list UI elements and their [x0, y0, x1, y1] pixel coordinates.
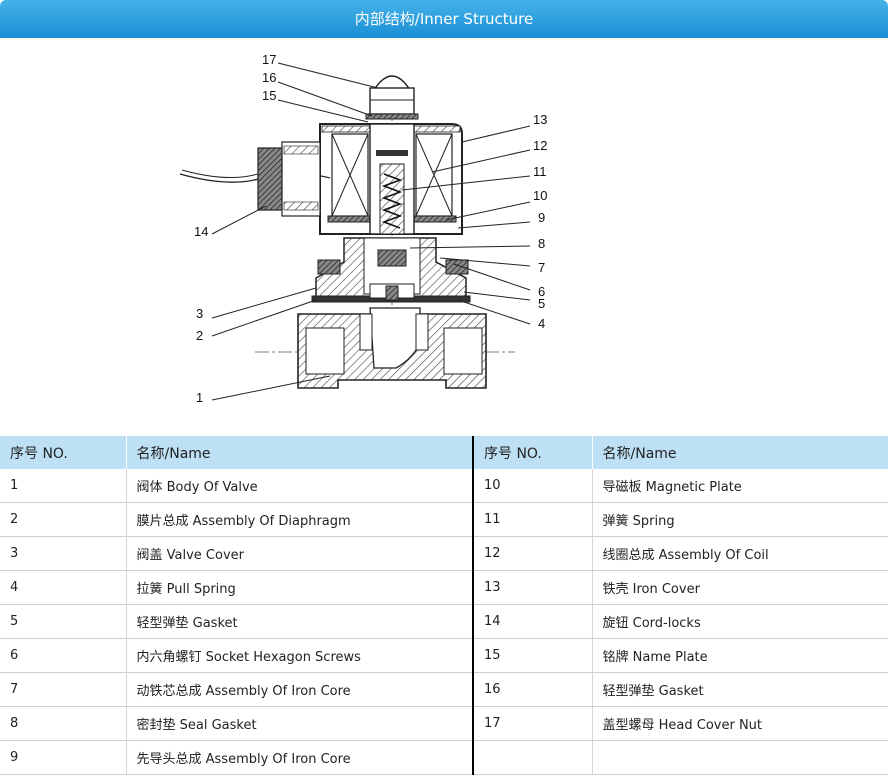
row-number: 9 [0, 740, 127, 775]
section-title-banner: 内部结构/Inner Structure [0, 0, 888, 38]
callout-17: 17 [262, 52, 276, 67]
row-number: 6 [0, 638, 127, 673]
table-row: 7 动铁芯总成 Assembly Of Iron Core 16 轻型弹垫 Ga… [0, 672, 888, 707]
part-name: 盖型螺母 Head Cover Nut [592, 706, 888, 741]
part-name: 线圈总成 Assembly Of Coil [592, 536, 888, 571]
callout-6: 6 [538, 284, 545, 299]
row-number: 11 [473, 502, 593, 537]
valve-drawing-svg: 17 16 15 14 13 12 11 10 9 8 7 6 5 4 3 2 … [179, 52, 547, 405]
part-name: 导磁板 Magnetic Plate [592, 469, 888, 503]
part-name: 密封垫 Seal Gasket [126, 706, 474, 741]
callout-1: 1 [196, 390, 203, 405]
part-name: 旋钮 Cord-locks [592, 604, 888, 639]
row-number: 16 [473, 672, 593, 707]
callout-8: 8 [538, 236, 545, 251]
callout-13: 13 [533, 112, 547, 127]
part-name: 铭牌 Name Plate [592, 638, 888, 673]
row-number: 4 [0, 570, 127, 605]
row-number: 5 [0, 604, 127, 639]
row-number [473, 740, 593, 775]
callout-2: 2 [196, 328, 203, 343]
part-name: 弹簧 Spring [592, 502, 888, 537]
row-number: 8 [0, 706, 127, 741]
header-no: 序号 NO. [473, 436, 593, 469]
callout-16: 16 [262, 70, 276, 85]
part-name: 铁壳 Iron Cover [592, 570, 888, 605]
callout-7: 7 [538, 260, 545, 275]
part-name: 轻型弹垫 Gasket [126, 604, 474, 639]
row-number: 2 [0, 502, 127, 537]
callout-9: 9 [538, 210, 545, 225]
table-row: 9 先导头总成 Assembly Of Iron Core [0, 740, 888, 775]
row-number: 7 [0, 672, 127, 707]
part-name: 阀体 Body Of Valve [126, 469, 474, 503]
part-name: 轻型弹垫 Gasket [592, 672, 888, 707]
header-no: 序号 NO. [0, 436, 127, 469]
callout-14: 14 [194, 224, 208, 239]
valve-cross-section-diagram: 17 16 15 14 13 12 11 10 9 8 7 6 5 4 3 2 … [0, 38, 890, 436]
table-row: 4 拉簧 Pull Spring 13 铁壳 Iron Cover [0, 570, 888, 605]
part-name: 内六角螺钉 Socket Hexagon Screws [126, 638, 474, 673]
part-name [592, 740, 888, 775]
table-row: 8 密封垫 Seal Gasket 17 盖型螺母 Head Cover Nut [0, 706, 888, 741]
callout-4: 4 [538, 316, 545, 331]
table-row: 2 膜片总成 Assembly Of Diaphragm 11 弹簧 Sprin… [0, 502, 888, 537]
callout-3: 3 [196, 306, 203, 321]
table-row: 6 内六角螺钉 Socket Hexagon Screws 15 铭牌 Name… [0, 638, 888, 673]
row-number: 17 [473, 706, 593, 741]
callout-12: 12 [533, 138, 547, 153]
parts-table-header: 序号 NO. 名称/Name 序号 NO. 名称/Name [0, 436, 888, 469]
callout-15: 15 [262, 88, 276, 103]
part-name: 先导头总成 Assembly Of Iron Core [126, 740, 474, 775]
row-number: 1 [0, 469, 127, 503]
part-name: 膜片总成 Assembly Of Diaphragm [126, 502, 474, 537]
parts-table: 序号 NO. 名称/Name 序号 NO. 名称/Name 1 阀体 Body … [0, 436, 888, 775]
header-name: 名称/Name [126, 436, 474, 469]
row-number: 3 [0, 536, 127, 571]
row-number: 15 [473, 638, 593, 673]
section-title: 内部结构/Inner Structure [354, 10, 534, 28]
part-name: 拉簧 Pull Spring [126, 570, 474, 605]
table-row: 5 轻型弹垫 Gasket 14 旋钮 Cord-locks [0, 604, 888, 639]
row-number: 10 [473, 469, 593, 503]
row-number: 13 [473, 570, 593, 605]
table-row: 1 阀体 Body Of Valve 10 导磁板 Magnetic Plate [0, 469, 888, 503]
part-name: 阀盖 Valve Cover [126, 536, 474, 571]
callout-11: 11 [533, 164, 547, 179]
table-row: 3 阀盖 Valve Cover 12 线圈总成 Assembly Of Coi… [0, 536, 888, 571]
part-name: 动铁芯总成 Assembly Of Iron Core [126, 672, 474, 707]
row-number: 12 [473, 536, 593, 571]
callout-10: 10 [533, 188, 547, 203]
row-number: 14 [473, 604, 593, 639]
callout-5: 5 [538, 296, 545, 311]
header-name: 名称/Name [592, 436, 888, 469]
